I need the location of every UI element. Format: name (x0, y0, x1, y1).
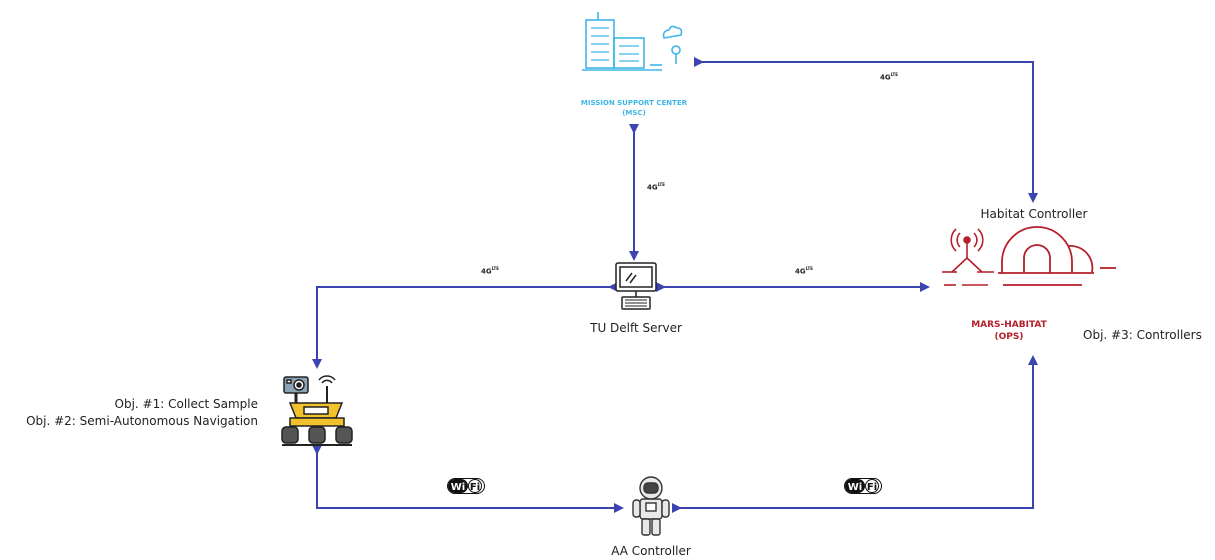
cellular-badge-sup: LTE (805, 266, 813, 271)
wifi-badge-right-fi: Fi (867, 482, 877, 493)
habitat-label: MARS-HABITAT (OPS) (971, 319, 1047, 343)
msc-label-line2: (MSC) (622, 109, 646, 117)
cellular-badge-sup: LTE (491, 266, 499, 271)
wifi-badge-left-fi: Fi (470, 482, 480, 493)
objective-1-label: Obj. #1: Collect Sample (114, 397, 258, 411)
astronaut-icon (632, 476, 670, 536)
link-rover-astronaut (312, 445, 624, 513)
cellular-badge-server-habitat: 4GLTE (795, 266, 813, 275)
objective-3-label: Obj. #3: Controllers (1083, 328, 1202, 342)
aa-controller-label: AA Controller (611, 544, 691, 558)
building-icon (582, 12, 683, 71)
habitat-controller-label: Habitat Controller (980, 207, 1088, 221)
cellular-badge-msc-habitat: 4GLTE (880, 72, 898, 81)
cellular-badge-sup: LTE (657, 182, 665, 187)
computer-icon (615, 262, 657, 310)
cellular-badge-text: 4G (795, 267, 806, 276)
dome-habitat-icon (998, 226, 1116, 286)
wifi-badge-right-wi: Wi (848, 482, 862, 493)
antenna-icon (942, 228, 994, 286)
cellular-badge-sup: LTE (890, 72, 898, 77)
cellular-badge-text: 4G (647, 183, 658, 192)
link-server-rover (312, 282, 618, 369)
link-astronaut-habitat (672, 355, 1038, 513)
habitat-label-line2: (OPS) (994, 332, 1024, 342)
cellular-badge-text: 4G (481, 267, 492, 276)
rover-icon (281, 375, 353, 446)
cellular-badge-text: 4G (880, 73, 891, 82)
cellular-badge-msc-server: 4GLTE (647, 182, 665, 191)
server-label: TU Delft Server (590, 321, 682, 335)
wifi-badge-right: Wi Fi (844, 478, 882, 494)
msc-label: MISSION SUPPORT CENTER (MSC) (581, 98, 687, 118)
wifi-badge-left-wi: Wi (451, 482, 465, 493)
wifi-badge-left: Wi Fi (447, 478, 485, 494)
habitat-label-line1: MARS-HABITAT (971, 320, 1047, 330)
objective-2-label: Obj. #2: Semi-Autonomous Navigation (26, 414, 258, 428)
msc-label-line1: MISSION SUPPORT CENTER (580, 99, 688, 107)
link-msc-habitat (694, 57, 1038, 203)
cellular-badge-server-rover: 4GLTE (481, 266, 499, 275)
